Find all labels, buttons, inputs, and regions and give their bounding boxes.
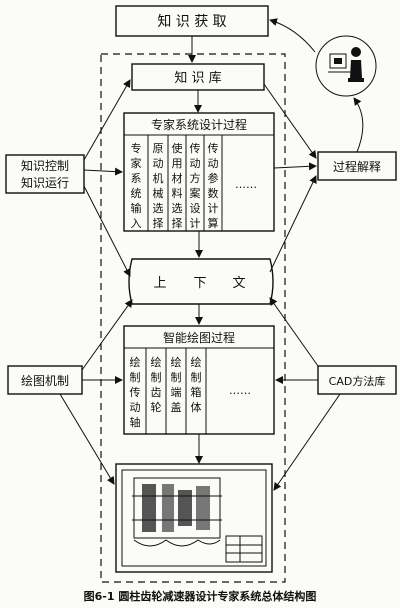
column-char: 选 (153, 202, 164, 215)
column-char: 动 (153, 157, 164, 170)
design-column-5: 传动参数计算 (208, 142, 219, 230)
drawing-mechanism-label: 绘图机制 (21, 373, 69, 388)
mechanism-to-context-arrow (81, 299, 133, 371)
design-more: …… (235, 178, 257, 191)
column-char: 使 (172, 142, 183, 155)
column-char: 方 (190, 171, 201, 185)
column-char: 传 (130, 386, 141, 399)
column-char: 案 (190, 186, 201, 200)
column-char: 数 (208, 187, 219, 200)
column-char: 盖 (171, 400, 182, 414)
cad-library-label: CAD方法库 (329, 374, 386, 388)
column-char: 箱 (191, 385, 202, 399)
column-char: 计 (190, 217, 201, 230)
column-char: 动 (190, 157, 201, 170)
column-char: 动 (130, 401, 141, 414)
column-char: 材 (172, 171, 183, 185)
column-char: 轮 (151, 400, 162, 414)
column-char: 统 (131, 187, 142, 200)
design-process-node: 专家系统设计过程 专家系统输入 原动机械选择 使用材料选择 传动方案设计 传动参… (123, 112, 275, 232)
column-char: 算 (208, 216, 219, 230)
column-char: 专 (131, 141, 142, 155)
drawing-column-3: 绘制端盖 (171, 355, 182, 414)
column-char: 械 (153, 186, 164, 200)
icon-to-acquisition-arrow (269, 18, 316, 53)
context-node: 上 下 文 (128, 258, 274, 305)
cad-to-output-arrow (273, 393, 341, 491)
context-to-explanation-arrow (269, 175, 317, 273)
column-char: 设 (190, 202, 201, 215)
design-process-title: 专家系统设计过程 (151, 117, 247, 132)
context-char-2: 下 (193, 276, 206, 291)
drawing-column-2: 绘制齿轮 (151, 355, 162, 414)
column-char: 择 (172, 216, 183, 230)
design-column-1: 专家系统输入 (131, 141, 142, 230)
column-char: 端 (171, 386, 182, 399)
knowledge-control-label: 知识控制 (21, 159, 69, 173)
control-to-context-arrow (83, 185, 131, 277)
process-explanation-label: 过程解释 (333, 159, 381, 174)
knowledge-base-label: 知 识 库 (174, 70, 221, 86)
user-computer-icon (315, 35, 377, 97)
column-char: 料 (172, 186, 183, 200)
drawing-column-4: 绘制箱体 (191, 355, 202, 414)
column-char: 制 (151, 371, 162, 384)
control-to-design-arrow (83, 167, 123, 176)
drawing-process-node: 智能绘图过程 绘制传动轴 绘制齿轮 绘制端盖 绘制箱体 …… (123, 325, 275, 435)
column-char: 绘 (191, 355, 202, 369)
column-char: 绘 (171, 355, 182, 369)
system-boundary (100, 53, 286, 583)
column-char: 绘 (151, 355, 162, 369)
drawing-process-title: 智能绘图过程 (163, 330, 235, 345)
kb-to-explanation-arrow (263, 83, 317, 159)
column-char: 制 (191, 371, 202, 384)
column-char: 原 (153, 142, 164, 155)
column-char: 齿 (151, 386, 162, 399)
column-char: 家 (131, 156, 142, 170)
column-char: 系 (131, 172, 142, 185)
gearbox-drawing-output (115, 463, 273, 573)
column-char: 动 (208, 157, 219, 170)
process-explanation-node: 过程解释 (317, 151, 397, 181)
explanation-to-icon-arrow (353, 97, 364, 153)
context-char-3: 文 (232, 276, 245, 291)
drawing-mechanism-node: 绘图机制 (7, 365, 83, 395)
drawing-more: …… (229, 384, 251, 397)
column-char: 制 (130, 371, 141, 384)
design-column-2: 原动机械选择 (153, 142, 164, 230)
mechanism-to-output-arrow (59, 393, 115, 485)
column-char: 绘 (130, 355, 141, 369)
context-char-1: 上 (153, 276, 166, 291)
cad-library-node: CAD方法库 (317, 365, 397, 395)
knowledge-acquisition-node: 知 识 获 取 (115, 5, 269, 37)
knowledge-control-node: 知识控制 知识运行 (5, 154, 85, 194)
column-char: 体 (191, 400, 202, 414)
design-column-4: 传动方案设计 (190, 142, 201, 230)
column-char: 轴 (130, 415, 141, 429)
column-char: 传 (190, 142, 201, 155)
knowledge-run-label: 知识运行 (21, 176, 69, 190)
cad-to-context-arrow (269, 297, 319, 367)
drawing-column-1: 绘制传动轴 (130, 355, 141, 429)
design-column-3: 使用材料选择 (172, 142, 183, 230)
column-char: 入 (131, 217, 142, 230)
figure-caption: 图6-1 圆柱齿轮减速器设计专家系统总体结构图 (84, 589, 317, 603)
column-char: 输 (131, 201, 142, 215)
column-char: 选 (172, 202, 183, 215)
column-char: 参 (208, 171, 219, 185)
column-char: 择 (153, 216, 164, 230)
column-char: 用 (172, 157, 183, 170)
column-char: 机 (153, 171, 164, 185)
column-char: 制 (171, 371, 182, 384)
design-to-explanation-arrow (273, 162, 317, 171)
control-to-kb-arrow (83, 79, 131, 161)
column-char: 计 (208, 202, 219, 215)
column-char: 传 (208, 142, 219, 155)
knowledge-acquisition-label: 知 识 获 取 (157, 13, 226, 30)
knowledge-base-node: 知 识 库 (131, 63, 265, 91)
